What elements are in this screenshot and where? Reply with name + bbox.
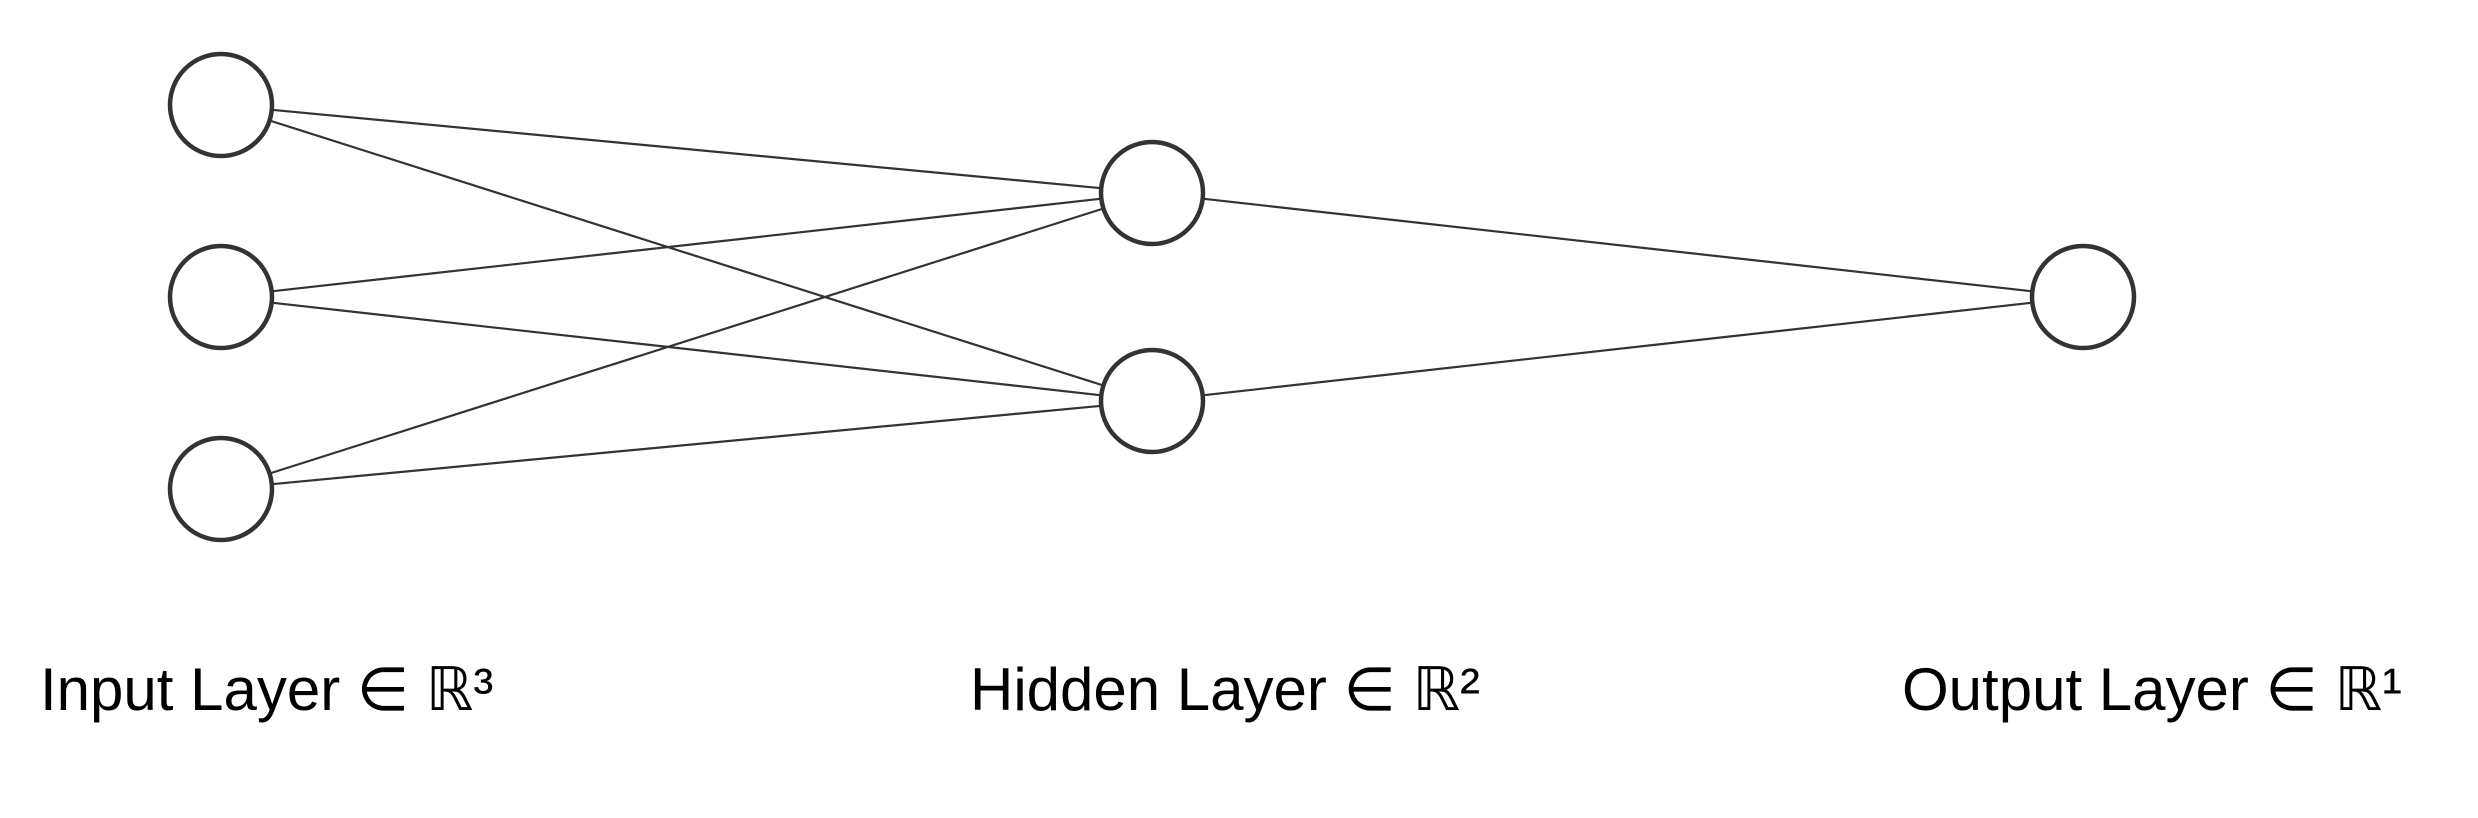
- edge-input-3-to-hidden-2: [271, 404, 1102, 486]
- edge-input-1-to-hidden-2: [269, 119, 1104, 387]
- output-layer-label: Output Layer ∈ ℝ¹: [1902, 656, 2402, 723]
- edge-input-1-to-hidden-1: [271, 108, 1102, 190]
- output-node-1: [2029, 243, 2137, 351]
- hidden-node-2: [1098, 347, 1206, 455]
- edges-group: [269, 108, 2033, 486]
- edge-input-3-to-hidden-1: [269, 207, 1104, 475]
- edge-hidden-1-to-output-1: [1202, 197, 2033, 293]
- edge-input-2-to-hidden-2: [271, 301, 1102, 397]
- edge-input-2-to-hidden-1: [271, 197, 1102, 293]
- hidden-layer-label: Hidden Layer ∈ ℝ²: [970, 656, 1480, 723]
- input-node-1: [167, 51, 275, 159]
- input-layer-label: Input Layer ∈ ℝ³: [40, 656, 494, 723]
- edge-hidden-2-to-output-1: [1202, 301, 2033, 397]
- input-node-3: [167, 435, 275, 543]
- hidden-node-1: [1098, 139, 1206, 247]
- nodes-group: [167, 51, 2137, 543]
- input-node-2: [167, 243, 275, 351]
